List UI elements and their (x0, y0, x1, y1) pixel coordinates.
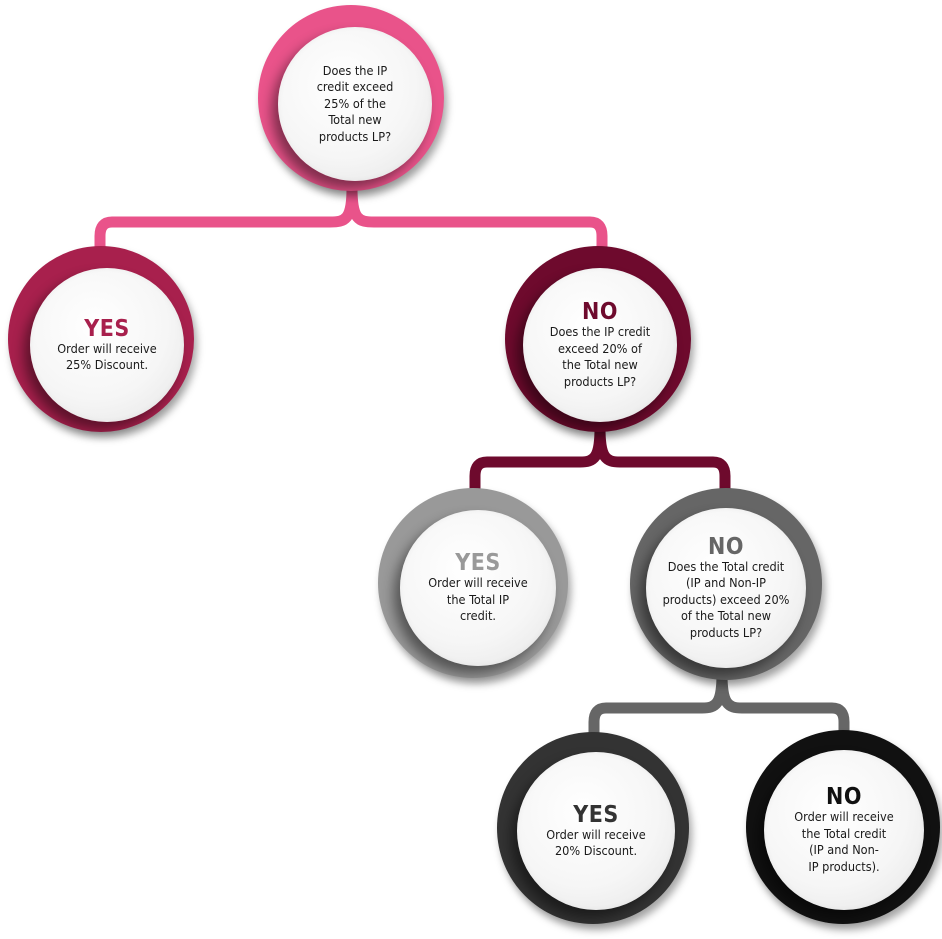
connector-no2 (588, 668, 850, 744)
connector-q1 (94, 182, 608, 261)
node-heading: NO (582, 299, 618, 325)
no-node-total-credit: NO Order will receive the Total credit (… (746, 730, 940, 924)
node-text: Order will receive the Total IP credit. (428, 575, 528, 624)
node-heading: NO (708, 533, 744, 560)
question-node-ip-credit-25: Does the IP credit exceed 25% of the Tot… (258, 5, 444, 191)
node-text: Does the Total credit (IP and Non-IP pro… (662, 558, 790, 640)
node-heading: NO (826, 784, 862, 810)
node-text: Does the IP credit exceed 25% of the Tot… (316, 62, 394, 144)
yes-node-20-discount: YES Order will receive 20% Discount. (497, 732, 689, 924)
node-text: Order will receive 20% Discount. (546, 826, 646, 859)
node-text: Order will receive 25% Discount. (57, 340, 157, 373)
node-heading: YES (573, 801, 619, 828)
node-heading: YES (455, 550, 501, 577)
no-node-ip-credit-20: NO Does the IP credit exceed 20% of the … (505, 246, 691, 432)
no-node-total-credit-20: NO Does the Total credit (IP and Non-IP … (630, 488, 822, 680)
yes-node-25-discount: YES Order will receive 25% Discount. (8, 246, 194, 432)
connector-no1 (469, 422, 731, 498)
node-heading: YES (84, 315, 130, 342)
node-text: Order will receive the Total credit (IP … (794, 809, 894, 874)
node-text: Does the IP credit exceed 20% of the Tot… (549, 324, 651, 389)
yes-node-total-ip-credit: YES Order will receive the Total IP cred… (378, 488, 568, 678)
